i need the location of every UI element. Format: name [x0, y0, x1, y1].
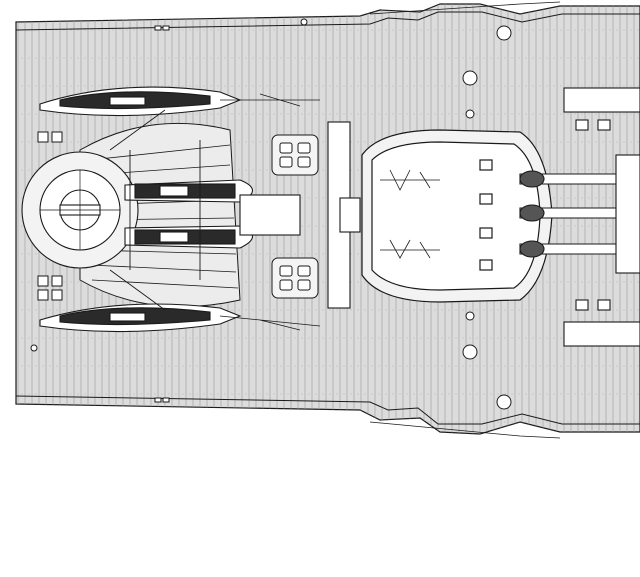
deck-edge-lines: [15, 1, 640, 439]
gun-barrels: [519, 170, 621, 258]
bollards: [37, 131, 63, 301]
ventilators: [462, 25, 512, 410]
deck-hatch-upper: [271, 134, 319, 176]
central-supports: [239, 121, 361, 309]
forward-superstructure: [563, 87, 640, 347]
lifeboat-lower: [39, 303, 321, 333]
aft-capstan-structure: [21, 151, 139, 269]
pinnace-lower: [124, 225, 254, 249]
main-gun-turret: [361, 129, 553, 303]
davit-lines: [109, 109, 201, 311]
hull-marks: [30, 18, 308, 403]
lifeboat-upper: [39, 86, 320, 117]
deck-hatch-lower: [271, 257, 319, 299]
